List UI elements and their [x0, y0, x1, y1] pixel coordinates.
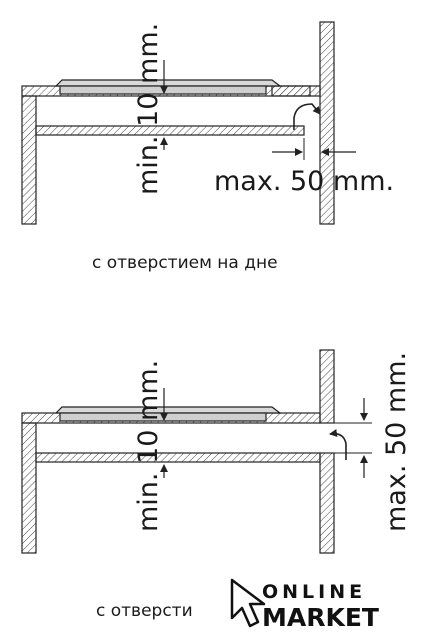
horizontal-dimension-label: max. 50 mm.	[214, 166, 394, 197]
vertical-dimension-label: min. 10 mm.	[133, 23, 164, 195]
vertical-dimension-label: min. 10 mm.	[133, 360, 164, 532]
hob	[54, 79, 282, 87]
hob	[54, 406, 282, 414]
cabinet-side-left	[21, 422, 37, 554]
airflow-arrow	[329, 429, 347, 460]
diagram-top: min. 10 mm. max. 50 mm. с отверстием на …	[21, 21, 394, 273]
diagram-bottom: min. 10 mm. max. 50 mm. с отверсти	[21, 349, 412, 621]
caption-bottom: с отверсти	[96, 601, 193, 621]
countertop-right	[271, 85, 321, 97]
cursor-icon	[230, 578, 266, 628]
side-dimension-label: max. 50 mm.	[381, 352, 412, 532]
watermark-line2: MARKET	[262, 603, 379, 632]
caption-top: с отверстием на дне	[92, 253, 278, 273]
watermark-line1: ONLINE	[262, 581, 366, 603]
wall-upper	[319, 349, 335, 424]
wall	[319, 21, 335, 225]
cabinet-side-left	[21, 95, 37, 225]
cabinet-shelf	[35, 452, 321, 463]
cabinet-shelf	[35, 125, 305, 136]
online-market-watermark: ONLINE MARKET	[226, 576, 386, 632]
wall-lower	[319, 452, 335, 554]
airflow-arrow	[293, 103, 321, 130]
